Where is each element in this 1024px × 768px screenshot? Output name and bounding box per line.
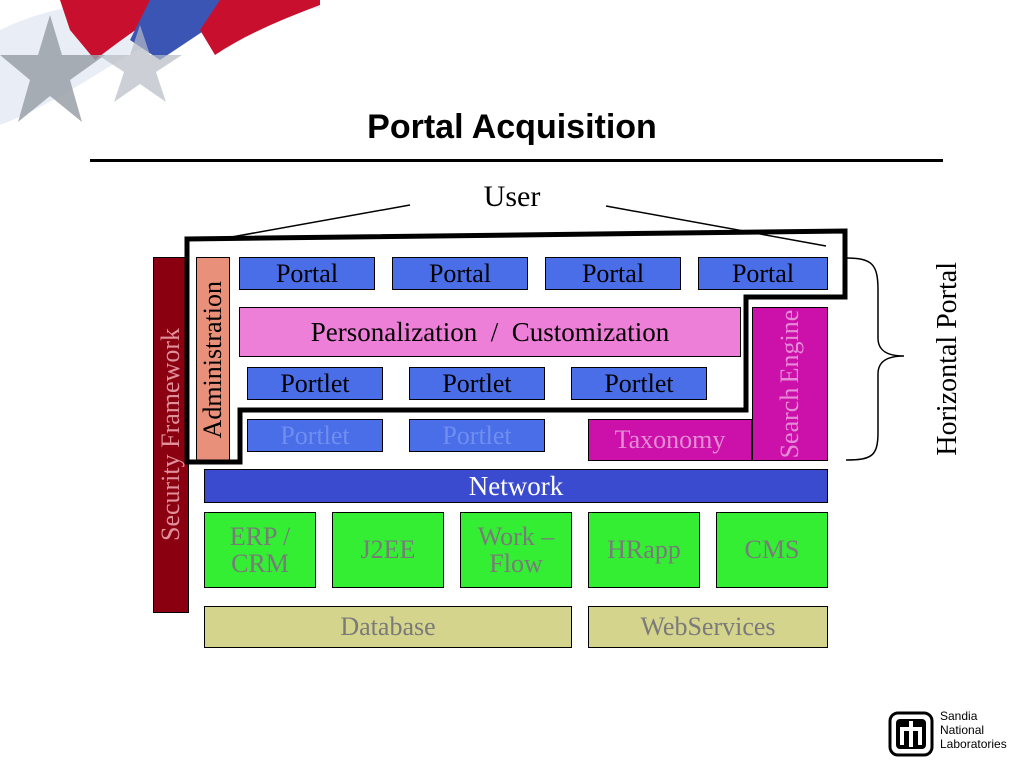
portal-box-4: Portal — [698, 257, 828, 290]
backend-box-hrapp: HRapp — [588, 512, 700, 588]
portal-box-1: Portal — [239, 257, 375, 290]
backend-workflow-line1: Work – — [477, 521, 555, 551]
backend-box-workflow: Work – Flow — [460, 512, 572, 588]
backend-box-erp-crm: ERP / CRM — [204, 512, 316, 588]
portal-box-3: Portal — [545, 257, 681, 290]
portlet-box-1: Portlet — [247, 367, 383, 400]
portlet-box-5: Portlet — [409, 419, 545, 452]
administration-bar: Administration — [196, 257, 230, 462]
network-bar: Network — [204, 469, 828, 503]
database-box: Database — [204, 606, 572, 648]
logo-line3: Laboratories — [940, 737, 1007, 751]
search-engine-line1: Search — [775, 387, 805, 459]
search-engine-line2: Engine — [775, 309, 805, 384]
backend-workflow-line2: Flow — [489, 549, 543, 578]
portlet-box-3: Portlet — [571, 367, 707, 400]
title-rule — [90, 159, 943, 162]
administration-label: Administration — [198, 280, 228, 439]
backend-box-cms: CMS — [716, 512, 828, 588]
backend-erp-line1: ERP / — [229, 521, 291, 551]
sandia-logo: Sandia National Laboratories — [888, 709, 1018, 759]
taxonomy-box: Taxonomy — [588, 419, 752, 461]
backend-erp-line2: CRM — [231, 549, 289, 578]
portlet-box-2: Portlet — [409, 367, 545, 400]
search-engine-box: Search Engine — [752, 307, 828, 461]
horizontal-portal-label-wrap: Horizontal Portal — [928, 240, 968, 478]
horizontal-portal-label: Horizontal Portal — [932, 262, 963, 456]
curly-brace — [845, 257, 905, 461]
backend-box-j2ee: J2EE — [332, 512, 444, 588]
sandia-thunderbird-icon — [888, 711, 934, 757]
security-framework-bar: Security Framework — [153, 257, 189, 613]
security-framework-label: Security Framework — [156, 328, 186, 542]
flag-star-graphic — [0, 0, 320, 125]
user-label: User — [483, 180, 541, 213]
personalization-box: Personalization / Customization — [239, 307, 741, 357]
portlet-box-4: Portlet — [247, 419, 383, 452]
portal-box-2: Portal — [392, 257, 528, 290]
logo-line2: National — [940, 723, 985, 737]
slide-title: Portal Acquisition — [367, 108, 657, 146]
webservices-box: WebServices — [588, 606, 828, 648]
logo-line1: Sandia — [940, 709, 978, 723]
